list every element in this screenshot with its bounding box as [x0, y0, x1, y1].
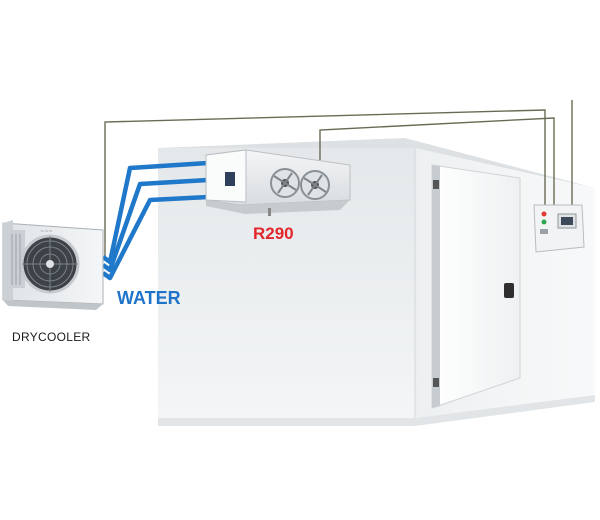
cold-room-door: [431, 164, 521, 409]
control-panel: [533, 204, 585, 253]
cold-room-front-wall: [158, 148, 415, 418]
water-pipes: [101, 160, 209, 281]
evaporator-unit: [205, 149, 351, 216]
door-handle: [504, 283, 514, 298]
cold-room-roof: [158, 138, 595, 188]
drycooler-unit: ~~~: [2, 220, 104, 310]
svg-text:~~~: ~~~: [40, 229, 53, 235]
drycooler-label: DRYCOOLER: [12, 330, 91, 344]
water-label: WATER: [117, 288, 181, 308]
wiring: [104, 100, 573, 256]
refrigerant-label: R290: [253, 224, 294, 243]
